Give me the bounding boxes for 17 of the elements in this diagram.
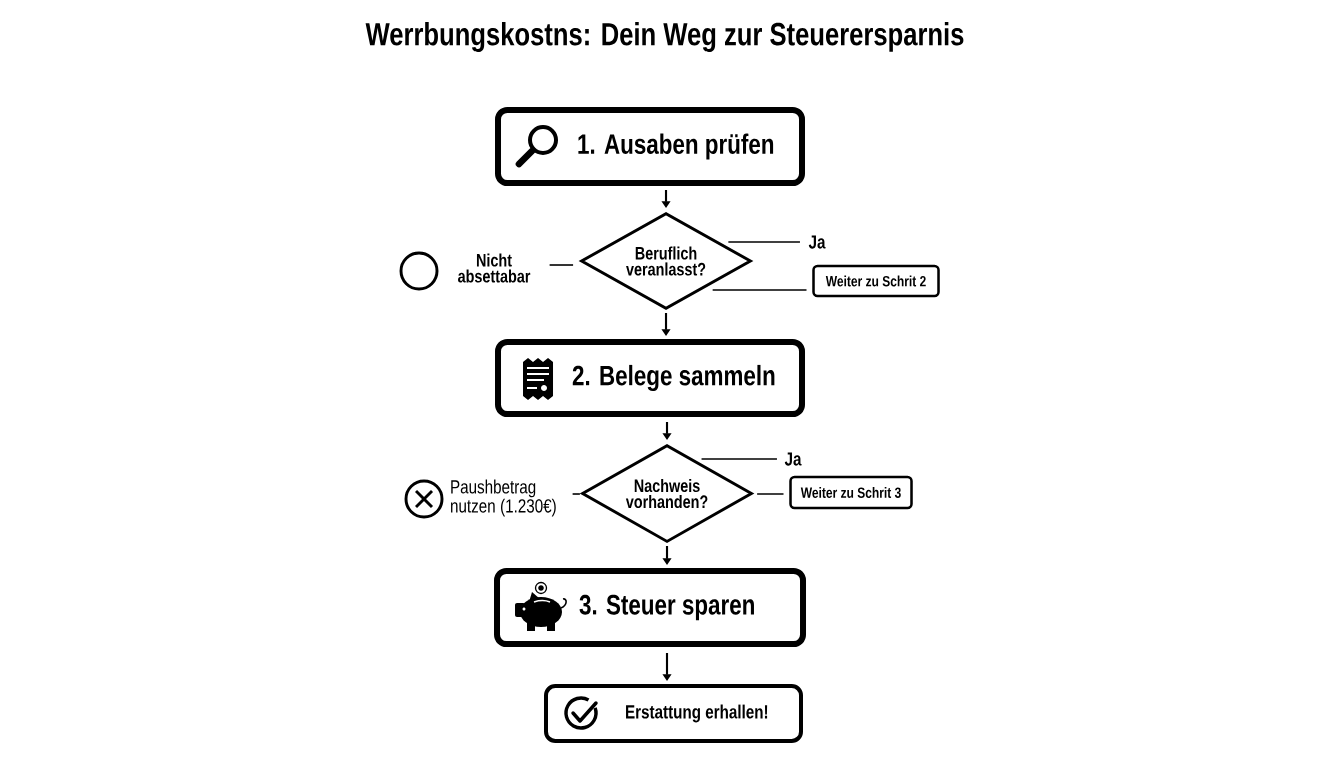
connector-line	[711, 289, 808, 291]
connector-line	[727, 241, 801, 243]
outcome-text: Paushbetrag nutzen (1.230€)	[451, 479, 556, 517]
connector-line	[756, 493, 785, 495]
connector-line	[571, 493, 581, 495]
next-step-box: Weiter zu Schrit 3	[789, 475, 913, 510]
result-box: Erstattung erhallen!	[544, 684, 803, 743]
connector-line	[700, 458, 778, 460]
branch-label: Ja	[784, 452, 802, 466]
branch-label: Ja	[808, 235, 826, 249]
step-box: 1. Ausaben prüfen	[495, 107, 805, 186]
connector-line	[548, 264, 574, 266]
step-box: 3. Steuer sparen	[494, 568, 806, 647]
title: Werrbungskostns: Dein Weg zur Steuerersparnis	[365, 22, 964, 52]
next-step-box: Weiter zu Schrit 2	[812, 264, 940, 298]
step-box: 2. Belege sammeln	[495, 339, 805, 417]
outcome-text: Nicht absettabar	[458, 253, 531, 283]
